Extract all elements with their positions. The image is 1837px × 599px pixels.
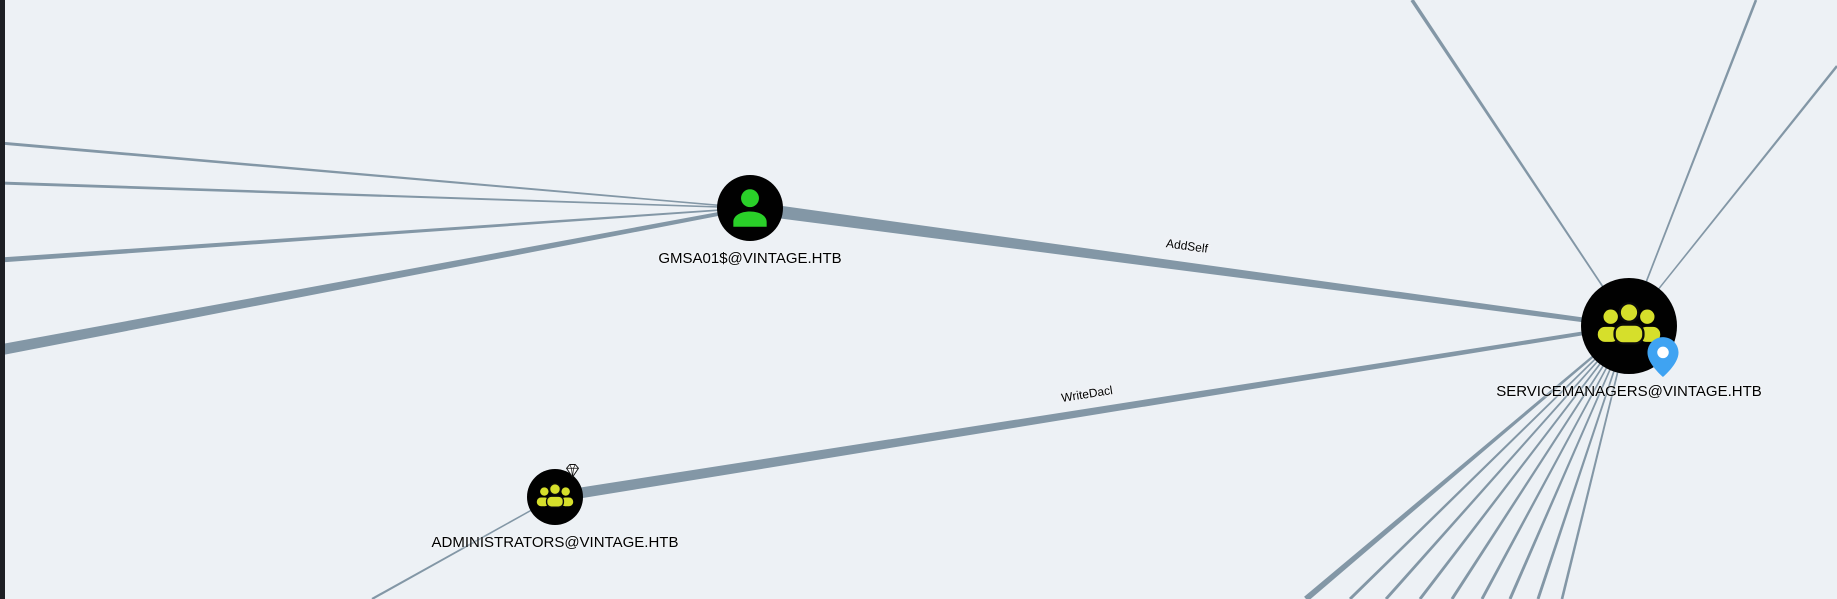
edge-in-left-4[interactable]	[0, 206, 751, 356]
node-label-servicemanagers: SERVICEMANAGERS@VINTAGE.HTB	[1496, 383, 1762, 400]
edge-admin-out-sw[interactable]	[371, 496, 556, 599]
high-value-badge	[563, 461, 582, 480]
node-circle-administrators[interactable]	[527, 469, 583, 525]
edge-in-right-1[interactable]	[1628, 65, 1837, 327]
edge-in-bottom-9[interactable]	[1560, 325, 1630, 599]
edge-in-bottom-1[interactable]	[1304, 325, 1630, 599]
node-label-gmsa01: GMSA01$@VINTAGE.HTB	[658, 250, 842, 267]
high-value-diamond-icon	[565, 464, 580, 479]
group-icon	[536, 483, 574, 508]
edge-in-bottom-3[interactable]	[1384, 325, 1630, 599]
sidebar-edge	[0, 0, 5, 599]
edge-in-bottom-5[interactable]	[1450, 325, 1630, 599]
person-icon	[733, 189, 767, 227]
edge-in-bottom-7[interactable]	[1508, 325, 1630, 599]
location-pin-badge	[1640, 334, 1686, 380]
node-circle-gmsa01[interactable]	[717, 175, 783, 241]
edge-in-left-1[interactable]	[0, 141, 751, 209]
group-icon	[1597, 302, 1661, 345]
edge-addself[interactable]	[749, 201, 1630, 329]
node-servicemanagers[interactable]: SERVICEMANAGERS@VINTAGE.HTB	[1496, 278, 1762, 400]
location-pin-icon	[1647, 337, 1679, 377]
node-gmsa01[interactable]: GMSA01$@VINTAGE.HTB	[658, 175, 842, 267]
node-label-administrators: ADMINISTRATORS@VINTAGE.HTB	[431, 534, 679, 551]
edge-in-bottom-2[interactable]	[1349, 325, 1630, 599]
edge-in-top-2[interactable]	[1628, 0, 1758, 327]
node-circle-servicemanagers[interactable]	[1581, 278, 1677, 374]
edge-in-bottom-4[interactable]	[1418, 325, 1630, 599]
edge-writedacl[interactable]	[554, 324, 1630, 503]
edge-in-left-3[interactable]	[0, 207, 751, 263]
edge-in-bottom-6[interactable]	[1480, 325, 1630, 599]
edge-in-left-2[interactable]	[0, 181, 750, 209]
edge-in-top-1[interactable]	[1410, 0, 1630, 327]
edge-in-bottom-8[interactable]	[1536, 325, 1630, 599]
node-administrators[interactable]: ADMINISTRATORS@VINTAGE.HTB	[432, 464, 678, 551]
